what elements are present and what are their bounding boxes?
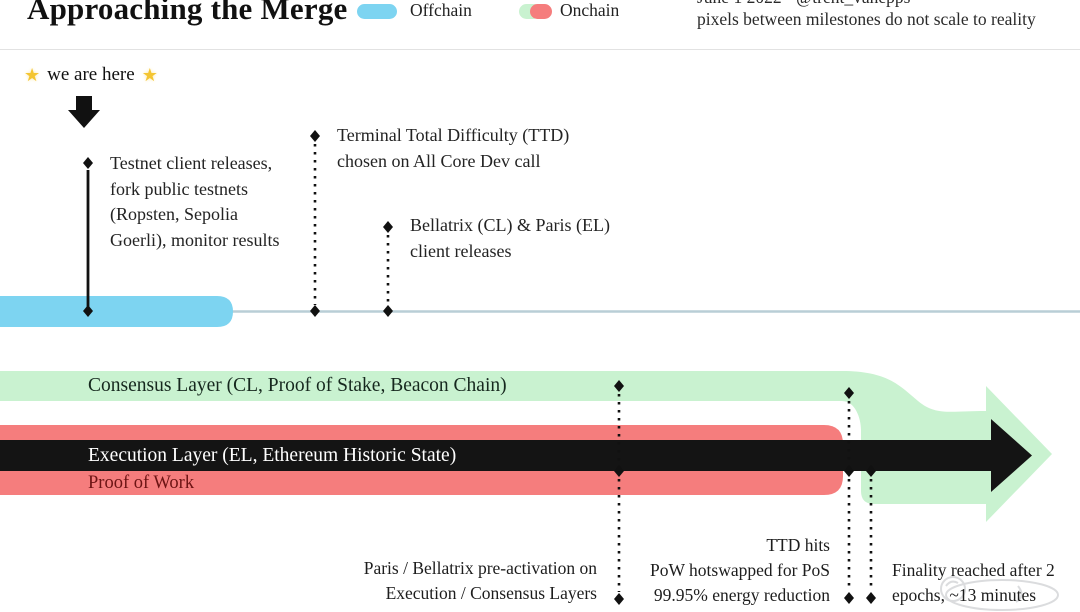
diamond-finality-bottom (866, 592, 876, 604)
annotation-line: fork public testnets (110, 178, 248, 199)
annotation-line: Goerli), monitor results (110, 229, 280, 250)
annotation-line: PoW hotswapped for PoS (649, 560, 830, 580)
legend-offchain-swatch (357, 4, 397, 19)
diamond-ttdhits-band (844, 387, 854, 399)
annotation-line: Finality reached after 2 (892, 560, 1055, 580)
diamond-testnet-top (83, 157, 93, 169)
legend-onchain-red-half (530, 4, 552, 19)
offchain-bar (0, 296, 233, 327)
watermark-doodle (940, 576, 1059, 611)
annotation-pre-activation: Paris / Bellatrix pre-activation on Exec… (364, 556, 597, 606)
annotation-line: Execution / Consensus Layers (385, 583, 597, 603)
legend-onchain-label: Onchain (560, 0, 620, 20)
note-date-author: June 1 2022 · @trent_vanepps (697, 0, 1036, 8)
annotation-ttd-chosen: Terminal Total Difficulty (TTD) chosen o… (337, 123, 569, 174)
merge-black-arrow (0, 419, 1032, 492)
consensus-band-merge-arrow (0, 371, 1052, 522)
consensus-band-label: Consensus Layer (CL, Proof of Stake, Bea… (88, 375, 507, 396)
annotation-line: epochs, ~13 minutes (892, 585, 1037, 605)
diamond-preactivation-bottom (614, 593, 624, 605)
diamond-ttdhits-bottom (844, 592, 854, 604)
dotted-connectors (313, 144, 873, 592)
annotation-line: chosen on All Core Dev call (337, 150, 541, 171)
star-icon: ★ (24, 64, 41, 85)
down-arrow-icon (68, 96, 100, 128)
diamond-client-top (383, 221, 393, 233)
annotation-line: TTD hits (766, 535, 830, 555)
we-are-here: ★ we are here ★ (24, 64, 158, 86)
diamond-ttd-top (310, 130, 320, 142)
annotation-finality: Finality reached after 2 epochs, ~13 min… (892, 558, 1055, 608)
annotation-client-releases: Bellatrix (CL) & Paris (EL) client relea… (410, 213, 610, 264)
annotation-line: Terminal Total Difficulty (TTD) (337, 125, 570, 145)
annotation-line: client releases (410, 240, 512, 261)
diamond-ttdhits-arrow (844, 465, 854, 477)
we-are-here-label: we are here (47, 64, 135, 85)
pow-band-label: Proof of Work (88, 473, 195, 493)
diamond-ttd-line (310, 305, 320, 317)
header-note: June 1 2022 · @trent_vanepps pixels betw… (697, 0, 1036, 30)
star-icon: ★ (141, 64, 158, 85)
diamond-preactivation-arrow (614, 465, 624, 477)
annotation-line: Bellatrix (CL) & Paris (EL) (410, 215, 610, 235)
header-divider (0, 49, 1080, 50)
milestone-diamonds (83, 130, 876, 605)
diamond-testnet-bar (83, 305, 93, 317)
annotation-line: Paris / Bellatrix pre-activation on (363, 558, 597, 578)
annotation-line: 99.95% energy reduction (653, 585, 830, 605)
annotation-ttd-hits: TTD hits PoW hotswapped for PoS 99.95% e… (650, 533, 830, 608)
diamond-client-line (383, 305, 393, 317)
diamond-finality-arrow (866, 465, 876, 477)
note-disclaimer: pixels between milestones do not scale t… (697, 9, 1036, 29)
annotation-line: (Ropsten, Sepolia (110, 204, 238, 224)
diamond-preactivation-band (614, 380, 624, 392)
page-title: Approaching the Merge (27, 0, 348, 26)
legend-onchain-swatch (519, 4, 552, 19)
annotation-line: Testnet client releases, (110, 153, 273, 173)
execution-band-label: Execution Layer (EL, Ethereum Historic S… (88, 445, 457, 466)
legend-offchain-label: Offchain (410, 0, 472, 20)
annotation-testnet: Testnet client releases, fork public tes… (110, 151, 279, 253)
